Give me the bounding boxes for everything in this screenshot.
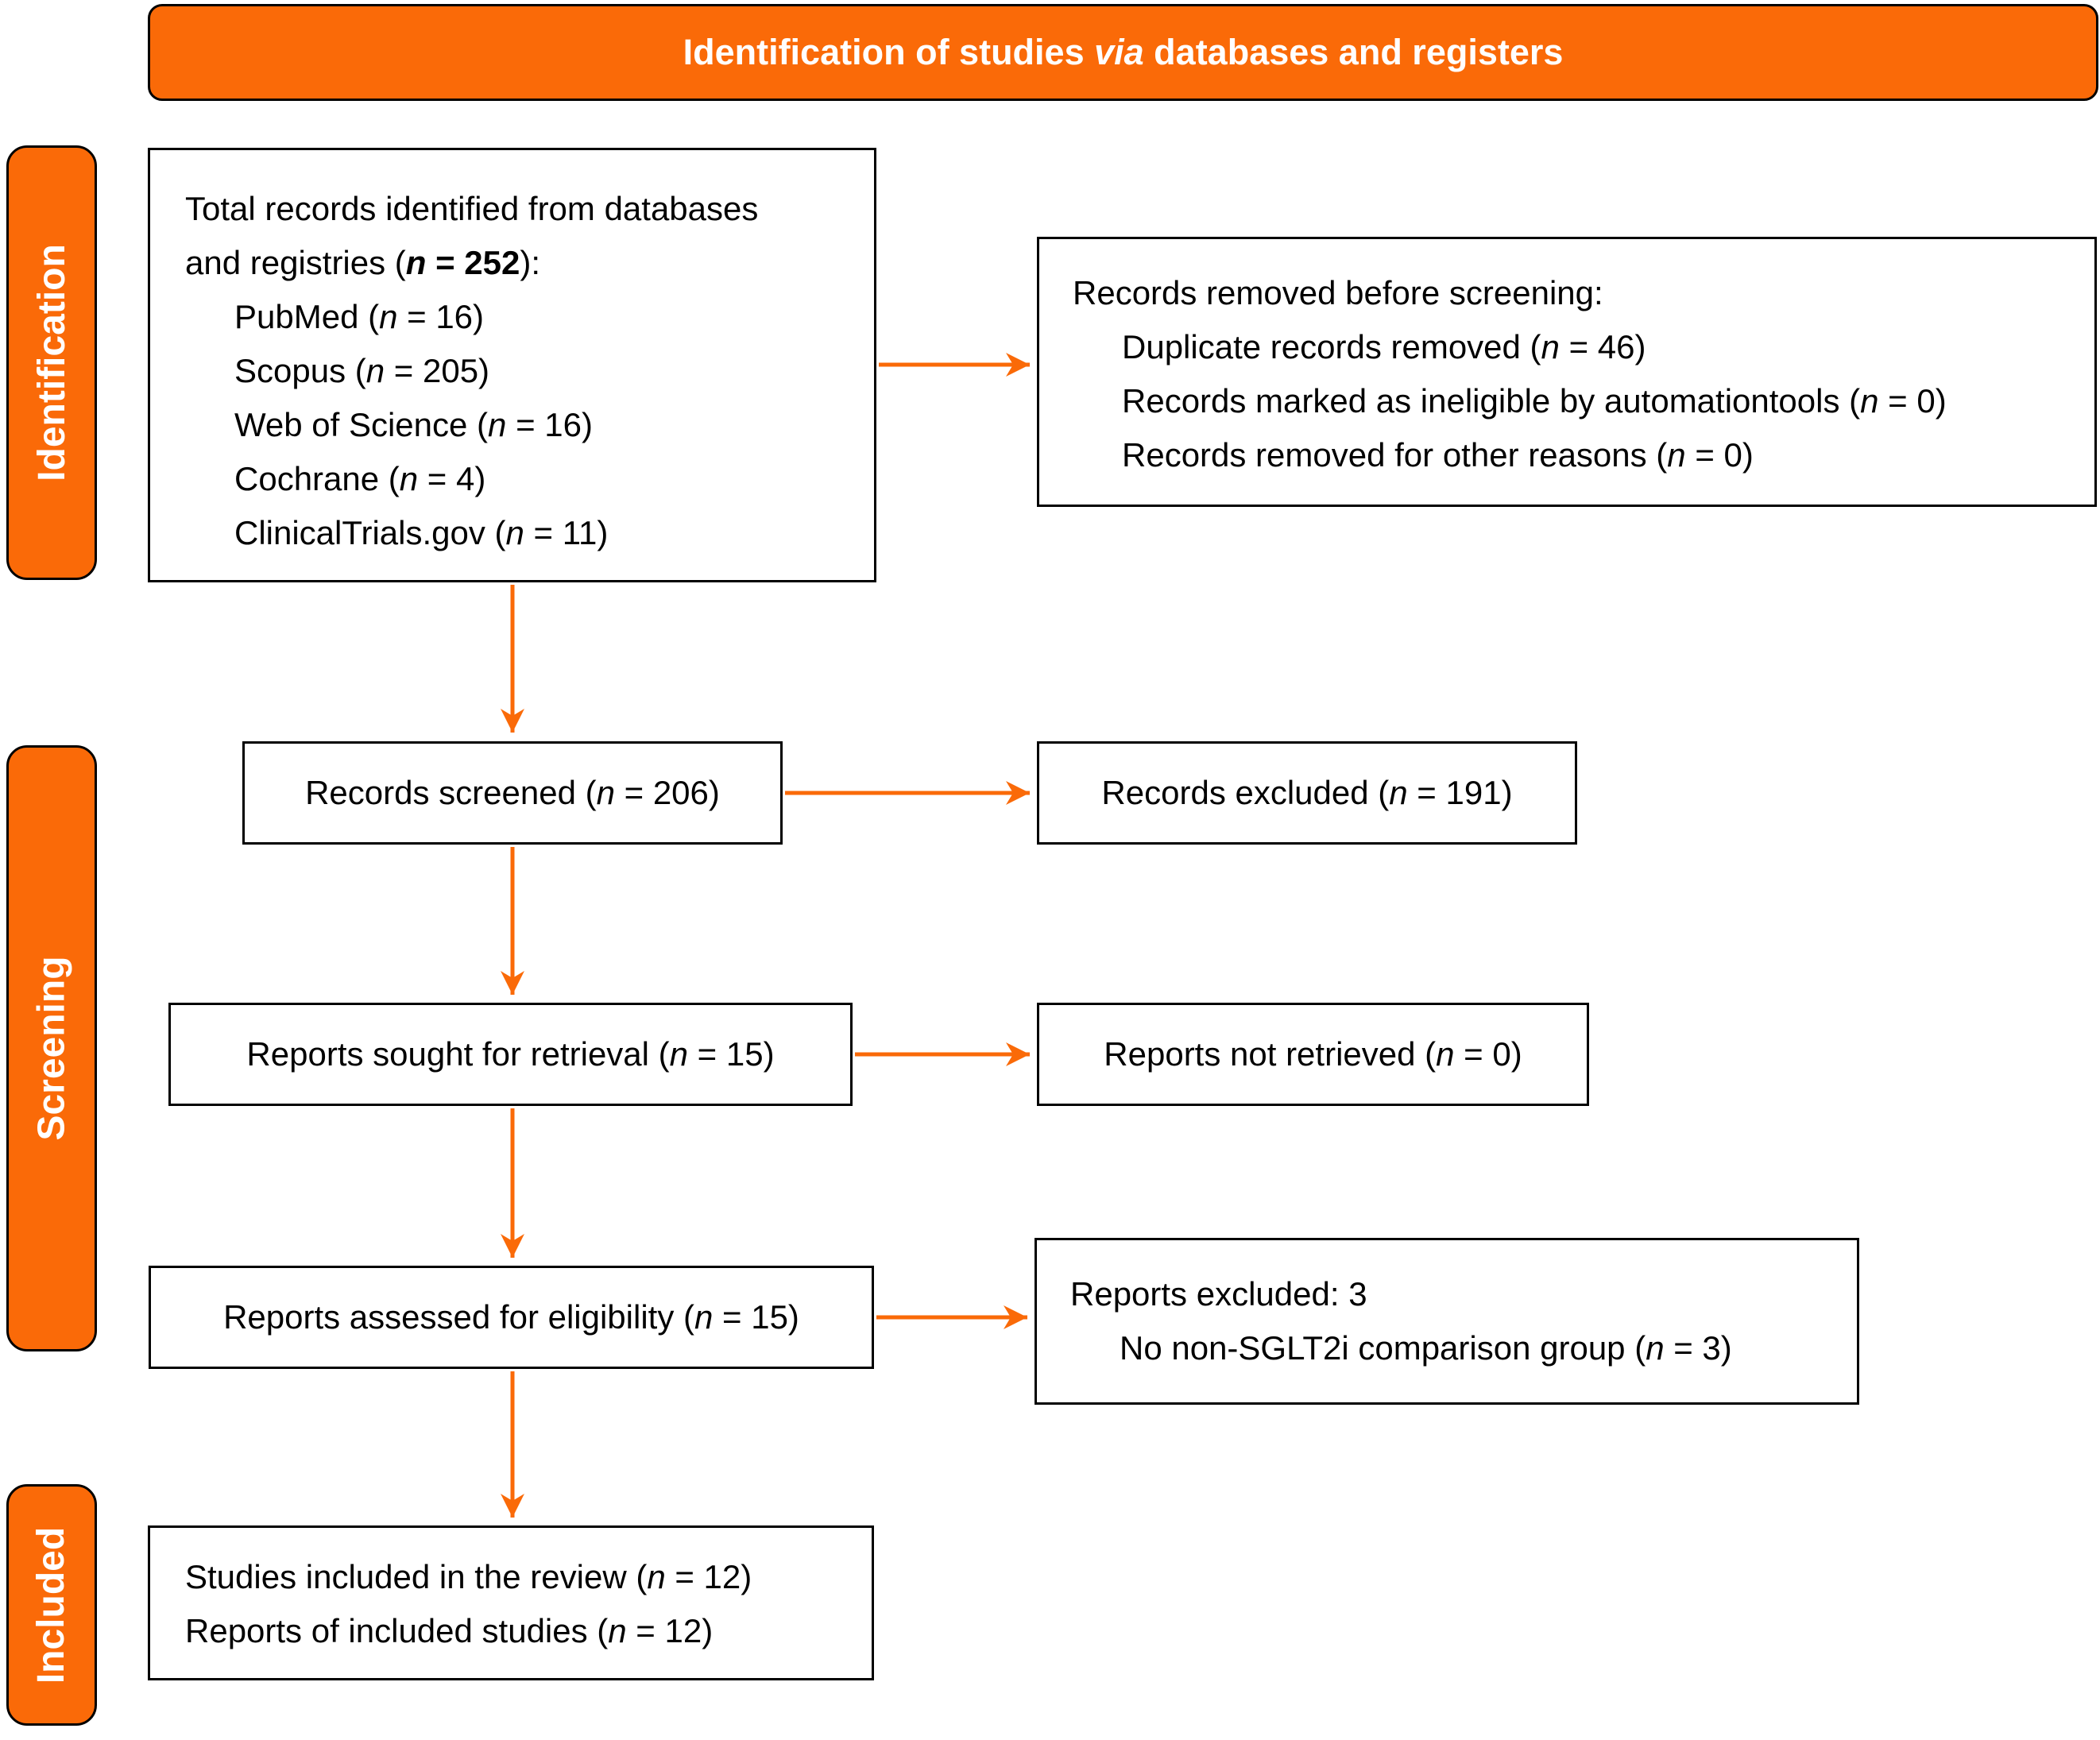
stage-label-text: Identification — [30, 244, 73, 481]
stage-label-text: Screening — [30, 956, 73, 1141]
text-line: ClinicalTrials.gov (n = 11) — [234, 514, 609, 551]
text-line: Cochrane (n = 4) — [234, 460, 486, 497]
text-line: Web of Science (n = 16) — [234, 406, 593, 443]
text-line: Reports of included studies (n = 12) — [185, 1612, 714, 1649]
box-records-identified: Total records identified from databases a… — [148, 148, 876, 582]
diagram-title-banner: Identification of studies via databases … — [148, 4, 2098, 101]
stage-label-included: Included — [6, 1484, 97, 1726]
box-label: Reports not retrieved (n = 0) — [1104, 1035, 1522, 1073]
box-text: Reports excluded: 3 No non-SGLT2i compari… — [1070, 1267, 1844, 1375]
text-line: Reports excluded: 3 — [1070, 1275, 1367, 1313]
box-reports-excluded: Reports excluded: 3 No non-SGLT2i compari… — [1035, 1238, 1859, 1405]
text-line: Records removed for other reasons (n = 0… — [1122, 436, 1754, 474]
diagram-title: Identification of studies via databases … — [683, 32, 1564, 72]
box-text: Studies included in the review (n = 12) R… — [185, 1550, 859, 1658]
box-label: Reports assessed for eligibility (n = 15… — [223, 1298, 799, 1336]
text-line: Records removed before screening: — [1073, 274, 1603, 311]
text-line: Studies included in the review (n = 12) — [185, 1558, 752, 1595]
box-reports-sought: Reports sought for retrieval (n = 15) — [168, 1003, 853, 1106]
stage-label-identification: Identification — [6, 145, 97, 580]
stage-label-text: Included — [30, 1526, 73, 1684]
text-line: Total records identified from databases — [185, 190, 759, 227]
text-line: No non-SGLT2i comparison group (n = 3) — [1120, 1329, 1732, 1367]
text-line: and registries (n = 252): — [185, 244, 541, 281]
text-line: Duplicate records removed (n = 46) — [1122, 328, 1646, 365]
box-studies-included: Studies included in the review (n = 12) R… — [148, 1525, 874, 1680]
box-label: Records excluded (n = 191) — [1101, 774, 1513, 811]
box-reports-assessed: Reports assessed for eligibility (n = 15… — [149, 1266, 874, 1369]
text-line: Scopus (n = 205) — [234, 352, 490, 389]
text-line: PubMed (n = 16) — [234, 298, 485, 335]
box-text: Records removed before screening: Duplica… — [1073, 266, 2082, 482]
box-records-excluded: Records excluded (n = 191) — [1037, 741, 1577, 845]
stage-label-screening: Screening — [6, 745, 97, 1351]
text-line: Records marked as ineligible by automati… — [1122, 382, 1947, 420]
box-label: Records screened (n = 206) — [305, 774, 720, 811]
box-label: Reports sought for retrieval (n = 15) — [246, 1035, 775, 1073]
box-text: Total records identified from databases a… — [185, 182, 855, 560]
box-records-removed: Records removed before screening: Duplica… — [1037, 237, 2097, 507]
box-records-screened: Records screened (n = 206) — [242, 741, 783, 845]
box-reports-not-retrieved: Reports not retrieved (n = 0) — [1037, 1003, 1589, 1106]
